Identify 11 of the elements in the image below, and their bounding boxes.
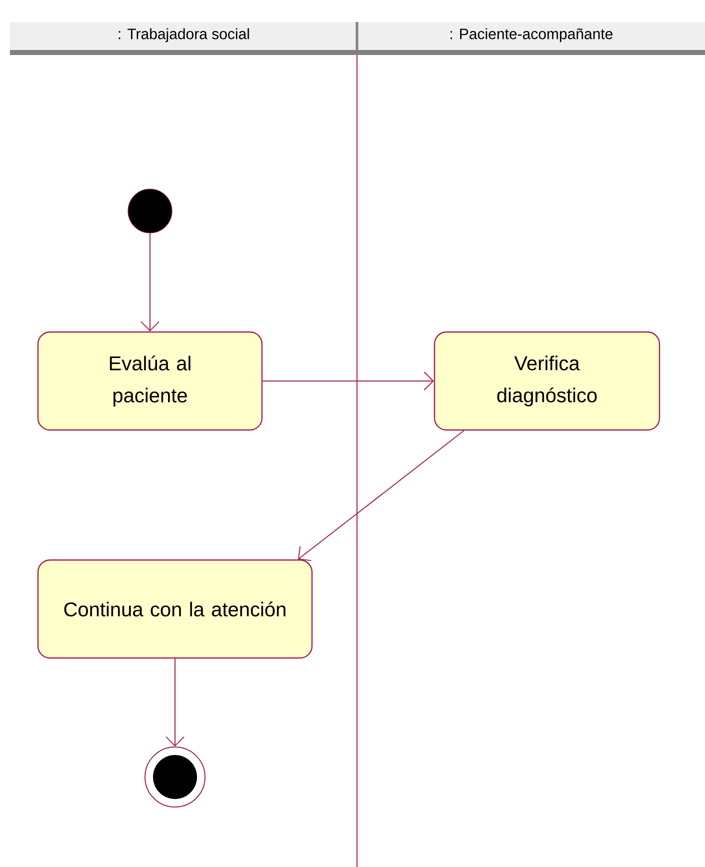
- activity-box: Verifica diagnóstico: [434, 331, 660, 431]
- activity-box: Evalúa al paciente: [37, 331, 263, 431]
- arrow: [140, 232, 160, 332]
- final-node: [144, 746, 206, 808]
- initial-node: [128, 188, 172, 234]
- swimlane: : Trabajadora social: [10, 22, 357, 55]
- arrow: [298, 430, 464, 562]
- swimlane: : Paciente-acompañante: [357, 22, 705, 55]
- activity-box: Continua con la atención: [37, 559, 313, 659]
- arrow: [166, 658, 184, 746]
- arrow: [262, 372, 434, 390]
